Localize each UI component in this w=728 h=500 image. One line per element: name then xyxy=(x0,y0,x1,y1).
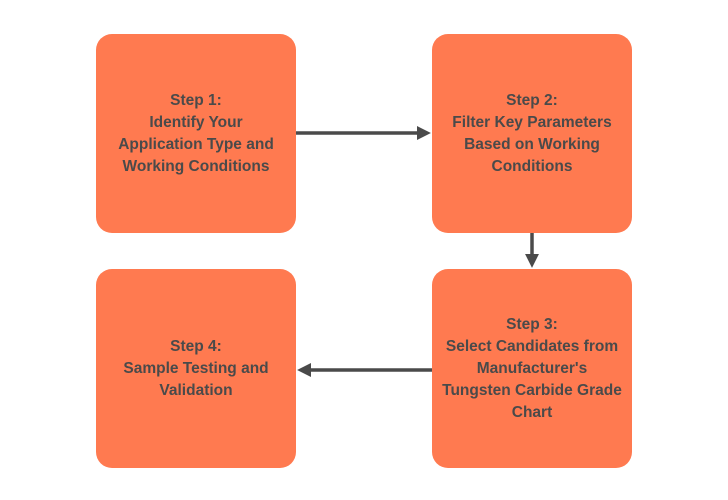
step-2-line: Conditions xyxy=(491,157,573,175)
step-1-line: Step 1: xyxy=(170,91,222,109)
step-3-line: Step 3: xyxy=(506,315,558,333)
step-3-line: Tungsten Carbide Grade xyxy=(442,381,622,399)
step-1-line: Identify Your xyxy=(149,113,243,131)
step-3-box: Step 3: Select Candidates from Manufactu… xyxy=(432,269,632,468)
step-4-box: Step 4: Sample Testing and Validation xyxy=(96,269,296,468)
step-1-line: Working Conditions xyxy=(122,157,270,175)
step-2-box: Step 2: Filter Key Parameters Based on W… xyxy=(432,34,632,233)
step-4-line: Validation xyxy=(159,381,233,399)
step-2-line: Step 2: xyxy=(506,91,558,109)
step-3-text: Step 3: Select Candidates from Manufactu… xyxy=(442,314,622,424)
step-4-line: Sample Testing and xyxy=(123,359,269,377)
step-4-text: Step 4: Sample Testing and Validation xyxy=(123,336,268,402)
step-2-line: Based on Working xyxy=(464,135,600,153)
step-4-line: Step 4: xyxy=(170,337,222,355)
step-2-text: Step 2: Filter Key Parameters Based on W… xyxy=(452,90,611,178)
step-3-line: Chart xyxy=(511,403,553,421)
step-1-text: Step 1: Identify Your Application Type a… xyxy=(118,90,274,178)
step-3-line: Select Candidates from xyxy=(445,337,619,355)
step-3-line: Manufacturer's xyxy=(476,359,588,377)
step-1-box: Step 1: Identify Your Application Type a… xyxy=(96,34,296,233)
step-1-line: Application Type and xyxy=(118,135,274,153)
step-2-line: Filter Key Parameters xyxy=(452,113,612,131)
